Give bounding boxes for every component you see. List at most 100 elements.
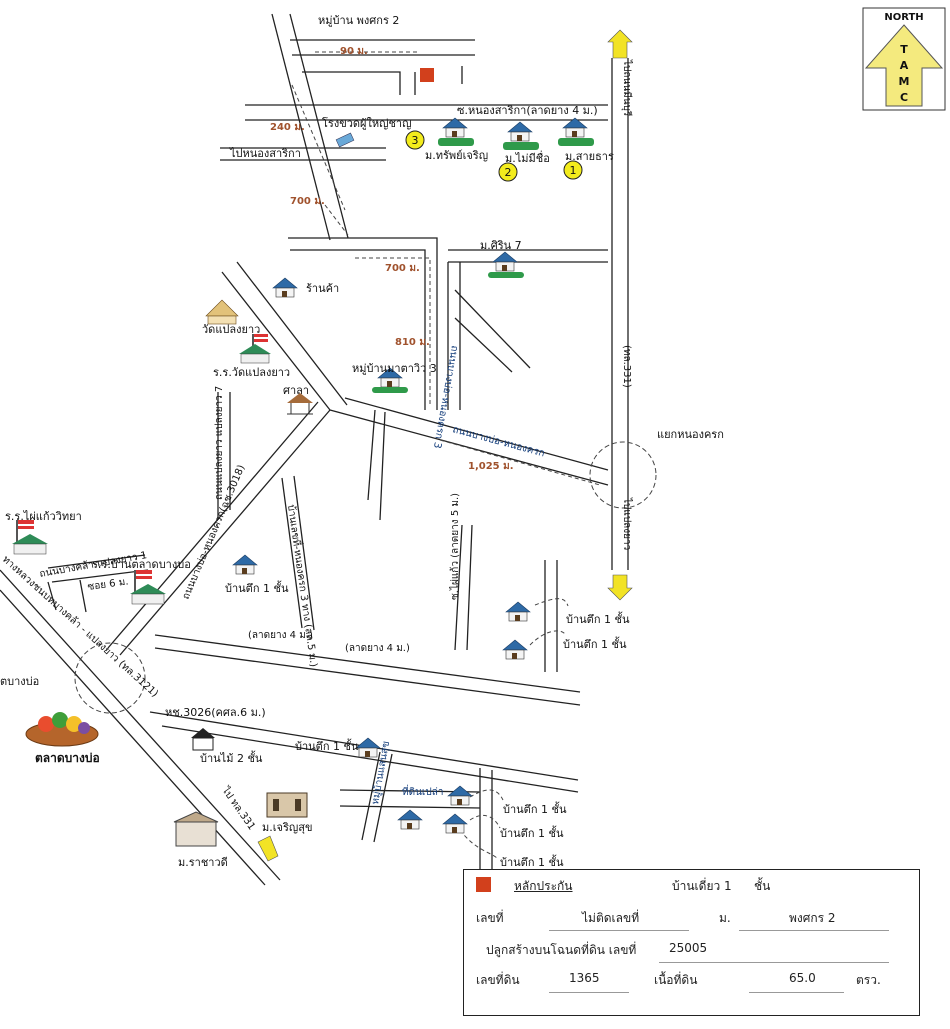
school-icon	[130, 570, 166, 605]
label-road-side-3: บ้านเลขที่-หนองครก 3 ทาง (ลค.5 ม.)	[285, 503, 322, 667]
arrow-north-icon	[607, 29, 633, 59]
marker-3: 3	[405, 130, 425, 150]
label-m-saithan: ม.สายธาร	[565, 150, 614, 163]
svg-text:1: 1	[570, 164, 577, 177]
label-paved-2: (ลาดยาง 4 ม.)	[345, 643, 410, 654]
label-hsh3026: หช.3026(คศล.6 ม.)	[165, 706, 266, 719]
house-icon	[562, 117, 588, 138]
label-to-plaengyao: ไปแปลงยาว	[621, 497, 633, 550]
house-icon	[442, 813, 468, 834]
house-icon	[442, 117, 468, 138]
label-distance-90: 90 ม.	[340, 46, 368, 57]
floor-unit: ชั้น	[754, 879, 771, 893]
house-no-value: ไม่ติดเลขที่	[582, 911, 640, 925]
label-house-1-floor-f: บ้านตึก 1 ชั้น	[500, 854, 564, 869]
area-unit: ตรว.	[856, 973, 881, 987]
label-distance-1025: 1,025 ม.	[468, 461, 514, 472]
village-building-icon	[173, 811, 219, 847]
label-road-side-4: ซ.ไผ่แก้ว (ลาดยาง 5 ม.)	[449, 493, 461, 600]
label-m-rachawadi: ม.ราชาวดี	[178, 856, 228, 869]
label-hl331: (ทล.331)	[621, 345, 632, 388]
label-wood-house-2: บ้านไม้ 2 ชั้น	[200, 750, 263, 765]
north-arrow-icon	[864, 24, 944, 107]
label-paved-1: (ลาดยาง 4 ม.)	[248, 630, 313, 641]
label-to-nongsarika: ไปหนองสาริกา	[229, 147, 301, 160]
label-house-1-floor-left: บ้านตึก 1 ชั้น	[225, 580, 289, 595]
label-village-phongsakorn: หมู่บ้าน พงศกร 2	[318, 14, 399, 27]
collateral-location-marker	[420, 68, 434, 82]
label-village-mataview: หมู่บ้านมาตาวิว 3	[352, 362, 437, 375]
bangbo-intersection-circle	[74, 642, 146, 714]
collateral-title: หลักประกัน	[514, 879, 573, 893]
label-school-phaikaew: ร.ร.ไผ่แก้ววิทยา	[5, 510, 82, 523]
marker-2: 2	[498, 162, 518, 182]
label-road-bangbo-nongkrok: ถนนบางบ่อ-หนองครก	[451, 424, 546, 459]
moo-value: พงศกร 2	[789, 911, 836, 925]
label-to-hl331: ไป ทล.331	[219, 784, 258, 832]
collateral-info-box: หลักประกัน บ้านเดี่ยว 1 ชั้น เลขที่ ไม่ต…	[463, 869, 920, 1016]
land-no-value: 1365	[569, 971, 600, 985]
deed-value: 25005	[669, 941, 708, 955]
bottle-plant-icon	[335, 132, 355, 148]
label-shop: ร้านค้า	[306, 282, 339, 295]
svg-text:2: 2	[505, 166, 512, 179]
label-side-6m: ซอย 6 ม.	[87, 576, 129, 593]
market-basket-icon	[25, 712, 99, 747]
wood-house-icon	[191, 728, 215, 751]
label-bangbo: ตบางบ่อ	[0, 675, 39, 688]
house-icon	[232, 554, 258, 575]
house-icon	[502, 639, 528, 660]
road-network	[0, 13, 629, 886]
arrow-south-icon	[607, 574, 633, 601]
nongkrok-intersection-circle	[589, 441, 657, 509]
label-distance-700b: 700 ม.	[385, 263, 420, 274]
school-icon	[12, 520, 48, 555]
label-m-charoensuk: ม.เจริญสุข	[262, 821, 312, 834]
label-house-1-floor-b: บ้านตึก 1 ชั้น	[563, 636, 627, 651]
label-house-1-floor-a: บ้านตึก 1 ชั้น	[566, 611, 630, 626]
label-distance-810: 810 ม.	[395, 337, 430, 348]
route-lines	[291, 51, 601, 859]
house-icon	[355, 737, 381, 758]
label-school-wat-plaengyao: ร.ร.วัดแปลงยาว	[213, 366, 290, 379]
school-icon	[239, 334, 271, 364]
label-to-minburi: ไปถนนมีนบุรี	[621, 59, 633, 117]
label-intersection-nongkrok: แยกหนองครก	[657, 428, 724, 441]
label-m-sirin: ม.ศิริน 7	[480, 239, 522, 252]
label-road-side-2: ถนนแปลงยาว แปลงยาว 7	[214, 386, 225, 500]
label-school-talad-bangbo: ร.ร.บ้านตลาดบางบ่อ	[92, 558, 191, 571]
area-value: 65.0	[789, 971, 816, 985]
village-gate-icon	[266, 792, 308, 818]
svg-text:3: 3	[412, 134, 419, 147]
house-type: บ้านเดี่ยว 1	[672, 879, 732, 893]
house-icon	[397, 809, 423, 830]
temple-icon	[205, 299, 239, 325]
north-compass: NORTH T A M C	[862, 7, 946, 111]
moo-label: ม.	[719, 911, 731, 925]
label-m-sap-charoen: ม.ทรัพย์เจริญ	[425, 149, 488, 162]
label-market-bangbo: ตลาดบางบ่อ	[35, 751, 100, 765]
svg-text:M: M	[899, 75, 910, 88]
label-m-mai-mi-chue: ม.ไม่มีชื่อ	[505, 150, 550, 165]
label-house-1-floor-e: บ้านตึก 1 ชั้น	[500, 825, 564, 840]
svg-text:C: C	[900, 91, 908, 104]
house-icon	[507, 121, 533, 142]
svg-text:T: T	[900, 43, 908, 56]
house-icon	[447, 785, 473, 806]
house-icon	[272, 277, 298, 298]
house-icon	[505, 601, 531, 622]
house-icon	[492, 251, 518, 272]
arrow-southeast-icon	[257, 835, 279, 862]
collateral-color-swatch	[476, 877, 491, 892]
svg-text:A: A	[900, 59, 909, 72]
deed-label: ปลูกสร้างบนโฉนดที่ดิน เลขที่	[486, 943, 637, 957]
label-wat-plaengyao: วัดแปลงยาว	[202, 323, 260, 336]
house-no-label: เลขที่	[476, 911, 504, 925]
sala-icon	[287, 393, 313, 415]
label-house-1-floor-c: บ้านตึก 1 ชั้น	[295, 738, 359, 753]
label-house-1-floor-d: บ้านตึก 1 ชั้น	[503, 801, 567, 816]
label-sala: ศาลา	[283, 384, 309, 397]
label-distance-240: 240 ม.	[270, 122, 305, 133]
label-distance-700a: 700 ม.	[290, 196, 325, 207]
